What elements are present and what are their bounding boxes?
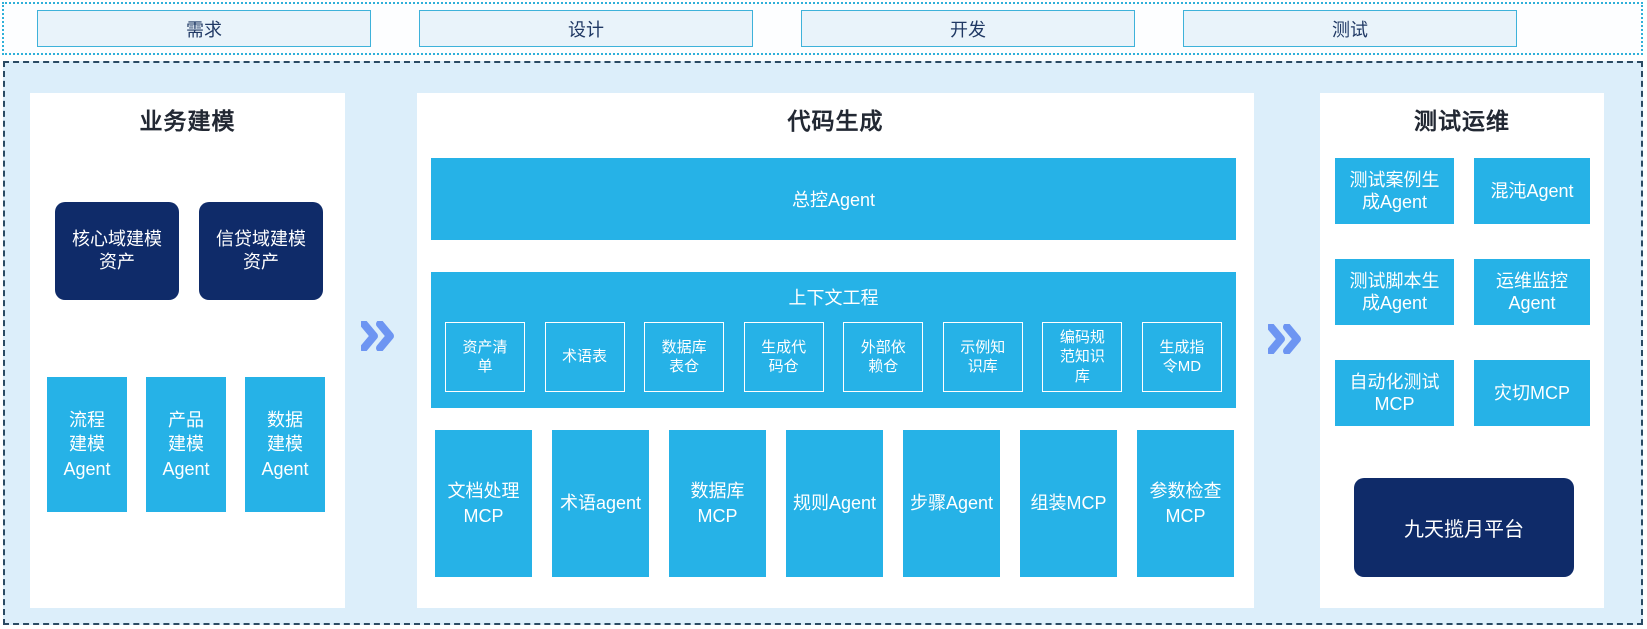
- tool-box-doc-processing-mcp: 文档处理MCP: [435, 430, 532, 577]
- phase-strip: 需求 设计 开发 测试: [2, 2, 1643, 55]
- context-engineering-title: 上下文工程: [788, 288, 879, 308]
- panel-title-test-ops: 测试运维: [1414, 108, 1510, 134]
- asset-box-core-domain: 核心域建模资产: [55, 202, 179, 300]
- ops-box-test-script-generation-agent: 测试脚本生成Agent: [1335, 259, 1454, 325]
- panel-code-generation: 代码生成 总控Agent 上下文工程 资产清单 术语表 数据库表仓 生成代码仓 …: [417, 93, 1254, 608]
- flow-arrow-icon: [1267, 323, 1302, 355]
- agent-box-process-modeling: 流程建模Agent: [47, 377, 127, 512]
- ops-box-chaos-agent: 混沌Agent: [1474, 158, 1590, 224]
- phase-box-design: 设计: [419, 10, 753, 47]
- panel-business-modeling: 业务建模 核心域建模资产 信贷域建模资产 流程建模Agent 产品建模Agent…: [30, 93, 345, 608]
- ops-box-automated-test-mcp: 自动化测试MCP: [1335, 360, 1454, 426]
- phase-box-requirements: 需求: [37, 10, 371, 47]
- context-item-external-dependency-repo: 外部依赖仓: [843, 322, 924, 392]
- ops-box-ops-monitoring-agent: 运维监控Agent: [1474, 259, 1590, 325]
- context-item-row: 资产清单 术语表 数据库表仓 生成代码仓 外部依赖仓 示例知识库 编码规范知识库…: [445, 322, 1222, 392]
- tool-box-row: 文档处理MCP 术语agent 数据库MCP 规则Agent 步骤Agent 组…: [435, 430, 1234, 577]
- panel-test-ops: 测试运维 测试案例生成Agent 混沌Agent 测试脚本生成Agent 运维监…: [1320, 93, 1604, 608]
- agent-box-product-modeling: 产品建模Agent: [146, 377, 226, 512]
- context-item-asset-list: 资产清单: [445, 322, 525, 392]
- test-ops-grid: 测试案例生成Agent 混沌Agent 测试脚本生成Agent 运维监控Agen…: [1335, 158, 1590, 426]
- main-area: 业务建模 核心域建模资产 信贷域建模资产 流程建模Agent 产品建模Agent…: [3, 61, 1643, 625]
- ops-box-test-case-generation-agent: 测试案例生成Agent: [1335, 158, 1454, 224]
- context-item-example-knowledge-base: 示例知识库: [942, 322, 1023, 392]
- flow-arrow-icon: [360, 320, 395, 352]
- asset-box-row: 核心域建模资产 信贷域建模资产: [55, 202, 323, 300]
- phase-box-development: 开发: [801, 10, 1135, 47]
- phase-box-testing: 测试: [1183, 10, 1517, 47]
- ops-box-disaster-switch-mcp: 灾切MCP: [1474, 360, 1590, 426]
- tool-box-terminology-agent: 术语agent: [552, 430, 649, 577]
- tool-box-assembly-mcp: 组装MCP: [1020, 430, 1117, 577]
- modeling-agent-row: 流程建模Agent 产品建模Agent 数据建模Agent: [47, 377, 325, 512]
- tool-box-parameter-check-mcp: 参数检查MCP: [1137, 430, 1234, 577]
- context-item-db-table-repo: 数据库表仓: [644, 322, 725, 392]
- tool-box-step-agent: 步骤Agent: [903, 430, 1000, 577]
- context-item-generation-instruction-md: 生成指令MD: [1141, 322, 1222, 392]
- context-engineering-bar: 上下文工程 资产清单 术语表 数据库表仓 生成代码仓 外部依赖仓 示例知识库 编…: [431, 272, 1236, 408]
- tool-box-rule-agent: 规则Agent: [786, 430, 883, 577]
- agent-box-data-modeling: 数据建模Agent: [245, 377, 325, 512]
- context-item-glossary: 术语表: [544, 322, 625, 392]
- panel-title-business-modeling: 业务建模: [139, 108, 236, 134]
- tool-box-database-mcp: 数据库MCP: [669, 430, 766, 577]
- jiutian-lanyue-platform-box: 九天揽月平台: [1354, 478, 1574, 577]
- panel-title-code-generation: 代码生成: [787, 108, 884, 134]
- master-control-agent-bar: 总控Agent: [431, 158, 1236, 240]
- context-item-generated-code-repo: 生成代码仓: [743, 322, 824, 392]
- asset-box-credit-domain: 信贷域建模资产: [199, 202, 323, 300]
- context-item-coding-standard-kb: 编码规范知识库: [1042, 322, 1123, 392]
